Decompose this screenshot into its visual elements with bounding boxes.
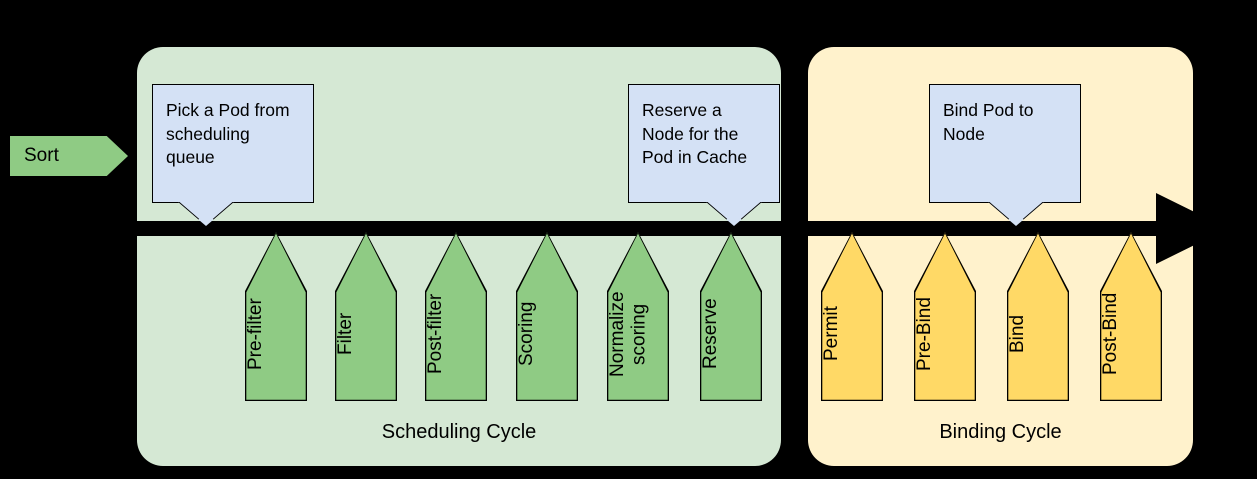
timeline-bar <box>137 221 1174 236</box>
scheduling-cycle-label: Scheduling Cycle <box>381 421 537 443</box>
plugin-pre-filter: Pre-filter <box>245 232 307 401</box>
plugin-label: Post-Bind <box>1100 292 1121 376</box>
callout-reserve-a-node: Reserve a Node for the Pod in Cache <box>628 84 780 226</box>
callout-pick-a-pod: Pick a Pod from scheduling queue <box>152 84 314 226</box>
plugin-scoring: Scoring <box>516 232 578 401</box>
sort-label: Sort <box>24 145 59 166</box>
plugin-label: Reserve <box>700 298 721 370</box>
plugin-bind: Bind <box>1007 232 1069 401</box>
sort-entry-arrow: Sort <box>10 136 128 176</box>
plugin-post-bind: Post-Bind <box>1100 232 1162 401</box>
plugin-label: Permit <box>821 306 842 362</box>
plugin-label: Bind <box>1007 314 1028 354</box>
plugin-pre-bind: Pre-Bind <box>914 232 976 401</box>
plugin-label: Post-filter <box>425 293 446 375</box>
plugin-filter: Filter <box>335 232 397 401</box>
plugin-label: Pre-filter <box>245 298 266 370</box>
plugin-label: Normalize scoring <box>607 291 650 377</box>
binding-cycle-label: Binding Cycle <box>939 421 1062 443</box>
plugin-post-filter: Post-filter <box>425 232 487 401</box>
callout-text: Reserve a Node for the Pod in Cache <box>642 100 748 168</box>
plugin-permit: Permit <box>821 232 883 401</box>
plugin-normalize-scoring: Normalize scoring <box>607 232 669 401</box>
plugin-label: Scoring <box>516 301 537 367</box>
callout-text: Bind Pod to Node <box>943 100 1034 144</box>
plugin-label: Filter <box>335 312 356 356</box>
callout-bind-pod-to-node: Bind Pod to Node <box>929 84 1081 226</box>
plugin-reserve: Reserve <box>700 232 762 401</box>
callout-text: Pick a Pod from scheduling queue <box>166 100 290 168</box>
plugin-label: Pre-Bind <box>914 297 935 371</box>
